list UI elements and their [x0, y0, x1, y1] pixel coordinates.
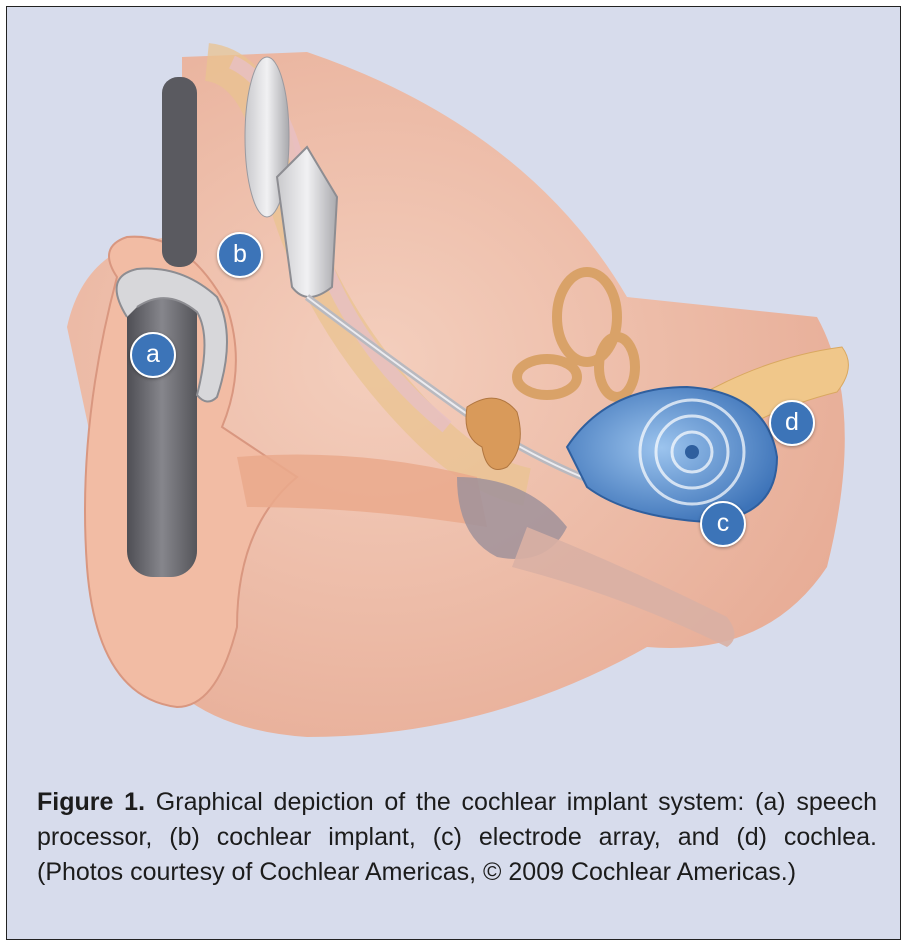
figure-label: Figure 1. [37, 788, 145, 816]
headpiece [162, 77, 197, 267]
caption-text: Graphical depiction of the cochlear impl… [37, 788, 877, 886]
speech-processor-body [127, 287, 197, 577]
ear-illustration [7, 7, 902, 767]
label-c-marker: c [700, 501, 746, 547]
figure-frame: a b c d Figure 1. Graphical depiction of… [6, 6, 901, 940]
label-a-marker: a [130, 332, 176, 378]
figure-caption: Figure 1. Graphical depiction of the coc… [37, 785, 877, 890]
label-b-marker: b [217, 232, 263, 278]
cochlea-center [685, 445, 699, 459]
label-d-marker: d [769, 400, 815, 446]
